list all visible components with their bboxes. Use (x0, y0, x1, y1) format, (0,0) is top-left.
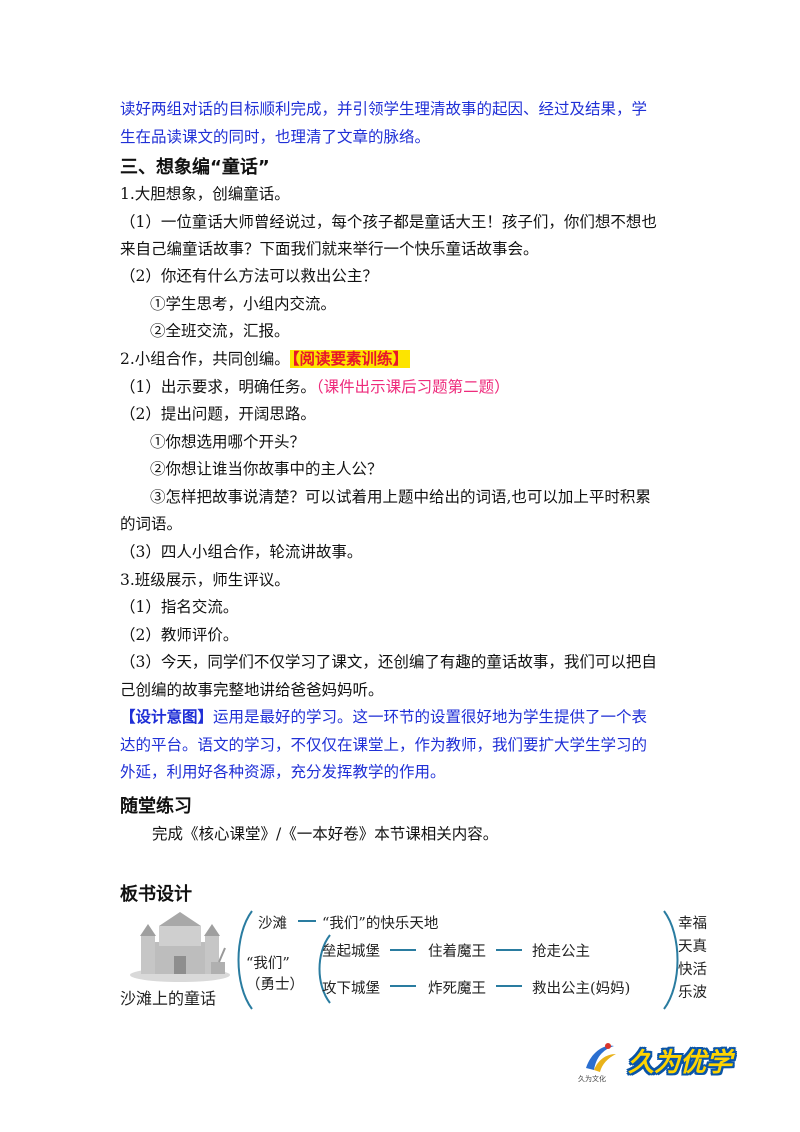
r3-line-2: 己创编的故事完整地讲给爸爸妈妈听。 (120, 681, 384, 699)
design-text-1: 运用是最好的学习。这一环节的设置很好地为学生提供了一个表 (213, 708, 648, 726)
reading-training-tag: 【阅读要素训练】 (289, 350, 411, 368)
board-right-row: 幸福 (678, 916, 707, 932)
board-row1-item: 住着魔王 (428, 944, 486, 960)
board-we: “我们” (246, 956, 290, 972)
lesson-title: 沙滩上的童话 (120, 989, 217, 1008)
board-happy-land: “我们”的快乐天地 (322, 916, 439, 932)
logo-swoosh-icon (586, 1043, 616, 1072)
q2-b: ②你想让谁当你故事中的主人公？ (150, 460, 383, 478)
design-line-2: 达的平台。语文的学习，不仅仅在课堂上，作为教师，我们要扩大学生学习的 (120, 736, 648, 754)
item-2: 2.小组合作，共同创编。【阅读要素训练】 (120, 349, 411, 369)
r1: （1）指名交流。 (120, 598, 239, 616)
q1: （1）出示要求，明确任务。（课件出示课后习题第二题） (120, 377, 510, 397)
q2-c-line-1: ③怎样把故事说清楚？可以试着用上题中给出的词语,也可以加上平时积累 (150, 488, 651, 506)
board-row2-item: 攻下城堡 (322, 981, 380, 997)
q2: （2）提出问题，开阔思路。 (120, 405, 316, 423)
intro-line-1: 读好两组对话的目标顺利完成，并引领学生理清故事的起因、经过及结果，学 (120, 100, 648, 118)
r3-line-1: （3）今天，同学们不仅学习了课文，还创编了有趣的童话故事，我们可以把自 (120, 653, 657, 671)
p2: （2）你还有什么方法可以救出公主？ (120, 267, 378, 285)
board-row2-item: 救出公主(妈妈) (532, 981, 631, 997)
design-line-3: 外延，利用好各种资源，充分发挥教学的作用。 (120, 763, 446, 781)
board-right-column: 幸福 天真 快活 乐波 (678, 912, 707, 1002)
board-row1-item: 抢走公主 (532, 944, 590, 960)
board-title: 板书设计 (120, 884, 192, 905)
item-2-text: 2.小组合作，共同创编。 (120, 350, 290, 368)
p2-a: ①学生思考，小组内交流。 (150, 295, 337, 313)
item-1: 1.大胆想象，创编童话。 (120, 185, 290, 203)
sandcastle-icon (130, 912, 230, 982)
item-3: 3.班级展示，师生评议。 (120, 571, 290, 589)
board-right-row: 快活 (678, 962, 707, 978)
p1-line-2: 来自己编童话故事？下面我们就来举行一个快乐童话故事会。 (120, 240, 539, 258)
practice-title: 随堂练习 (120, 796, 192, 817)
p1-line-1: （1）一位童话大师曾经说过，每个孩子都是童话大王！孩子们，你们想不想也 (120, 213, 657, 231)
board-row1-item: 垒起城堡 (322, 944, 380, 960)
logo-small-text: 久为文化 (578, 1075, 606, 1083)
q2-a: ①你想选用哪个开头？ (150, 433, 306, 451)
design-tag: 【设计意图】 (120, 708, 214, 726)
r2: （2）教师评价。 (120, 626, 239, 644)
board-lines (237, 910, 679, 1010)
board-right-row: 天真 (678, 939, 707, 955)
q3: （3）四人小组合作，轮流讲故事。 (120, 543, 363, 561)
design-line-1: 【设计意图】运用是最好的学习。这一环节的设置很好地为学生提供了一个表 (120, 707, 647, 727)
board-beach: 沙滩 (258, 916, 287, 932)
board-right-row: 乐波 (678, 985, 707, 1001)
intro-line-2: 生在品读课文的同时，也理清了文章的脉络。 (120, 128, 431, 146)
board-row2-item: 炸死魔王 (428, 981, 486, 997)
practice-text: 完成《核心课堂》/《一本好卷》本节课相关内容。 (152, 825, 499, 843)
logo-brand: 久为优学 (628, 1048, 733, 1078)
q1-text: （1）出示要求，明确任务。 (120, 378, 316, 396)
board-warriors: （勇士） (246, 977, 304, 993)
q1-note: （课件出示课后习题第二题） (315, 378, 510, 396)
section-title: 三、想象编“童话” (120, 157, 270, 178)
q2-c-line-2: 的词语。 (120, 515, 183, 533)
p2-b: ②全班交流，汇报。 (150, 322, 290, 340)
